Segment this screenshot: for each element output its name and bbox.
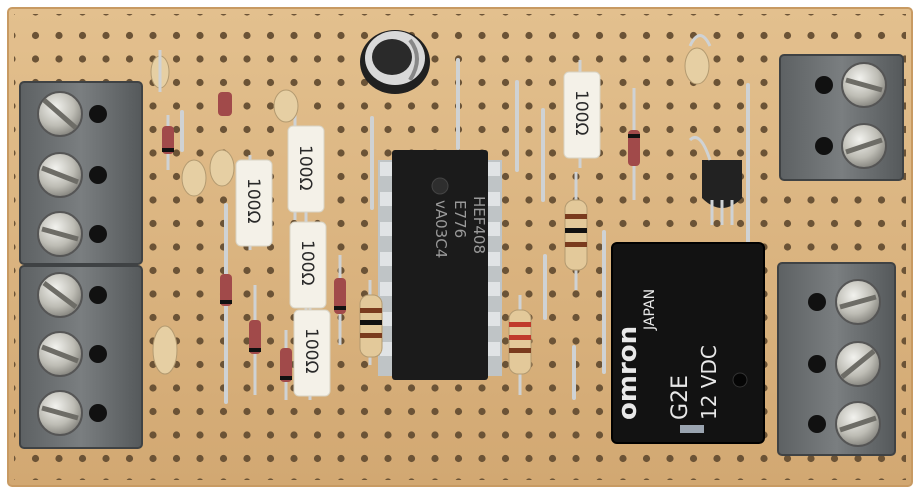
resistor-label-1: 100Ω: [295, 145, 315, 190]
capacitor-icon: [360, 30, 430, 94]
relay-icon: [611, 242, 765, 444]
relay-country: JAPAN: [642, 289, 658, 331]
relay-brand: omron: [613, 326, 643, 420]
chip-marking-line1: HEF408: [470, 196, 488, 254]
resistor-label-5: 100Ω: [571, 90, 591, 135]
relay-model: G2E: [668, 375, 693, 420]
diode-icon: [162, 88, 640, 400]
screw-terminal-icon: [37, 91, 107, 436]
screw-terminal-icon: [808, 62, 887, 447]
chip-marking-line2: E776: [451, 200, 469, 238]
left-terminal-block: [19, 81, 143, 449]
resistor-label-3: 100Ω: [297, 240, 317, 285]
ic-chip-icon: [378, 150, 502, 380]
transistor-icon: [688, 136, 742, 225]
resistor-label-2: 100Ω: [243, 178, 263, 223]
resistor-label-4: 100Ω: [301, 328, 321, 373]
striped-resistors: [359, 172, 588, 395]
relay-rating: 12 VDC: [697, 345, 721, 420]
chip-marking-line3: vA03C4: [432, 200, 450, 258]
white-resistors: [235, 60, 601, 400]
right-terminal-block: [777, 54, 904, 456]
resistor-icon: [150, 34, 712, 375]
